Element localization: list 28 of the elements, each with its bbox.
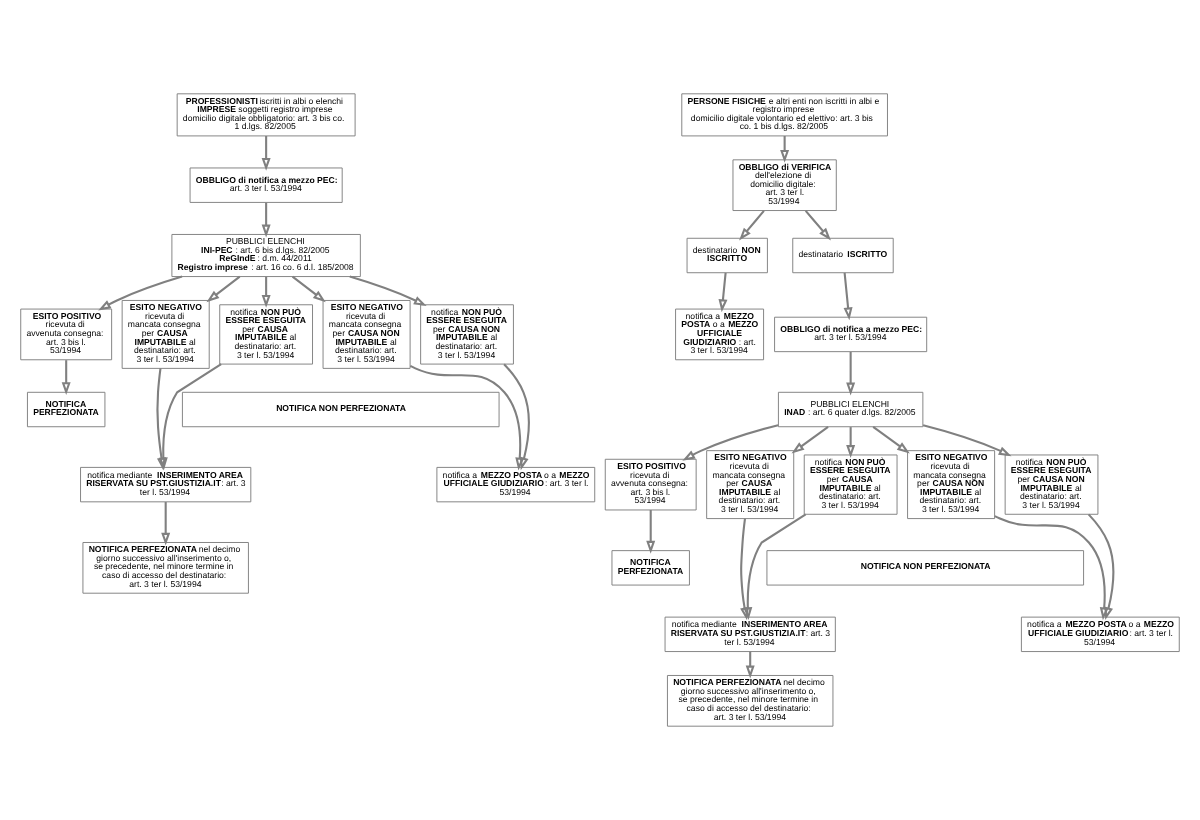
arrow (739, 210, 765, 241)
arrow (994, 515, 1109, 621)
arrow (846, 352, 856, 396)
arrow (158, 363, 222, 471)
arrow (98, 275, 183, 311)
arrow (291, 275, 326, 303)
arrow (646, 509, 656, 554)
arrow (261, 202, 271, 238)
arrow (682, 424, 779, 461)
arrow (61, 360, 71, 396)
arrow (349, 275, 427, 307)
arrow (161, 502, 171, 546)
arrow (922, 424, 1012, 457)
arrow (780, 136, 790, 163)
arrow (206, 275, 241, 303)
arrow (743, 513, 807, 621)
arrow (846, 427, 856, 458)
arrow (872, 426, 910, 454)
arrow (156, 368, 166, 471)
arrow (261, 276, 271, 308)
arrow (843, 272, 853, 321)
arrow (804, 210, 831, 241)
arrow (718, 272, 728, 313)
arrow (503, 363, 530, 471)
arrow (261, 136, 271, 171)
arrow (1087, 513, 1115, 620)
arrow (740, 518, 749, 621)
arrow (791, 426, 829, 454)
